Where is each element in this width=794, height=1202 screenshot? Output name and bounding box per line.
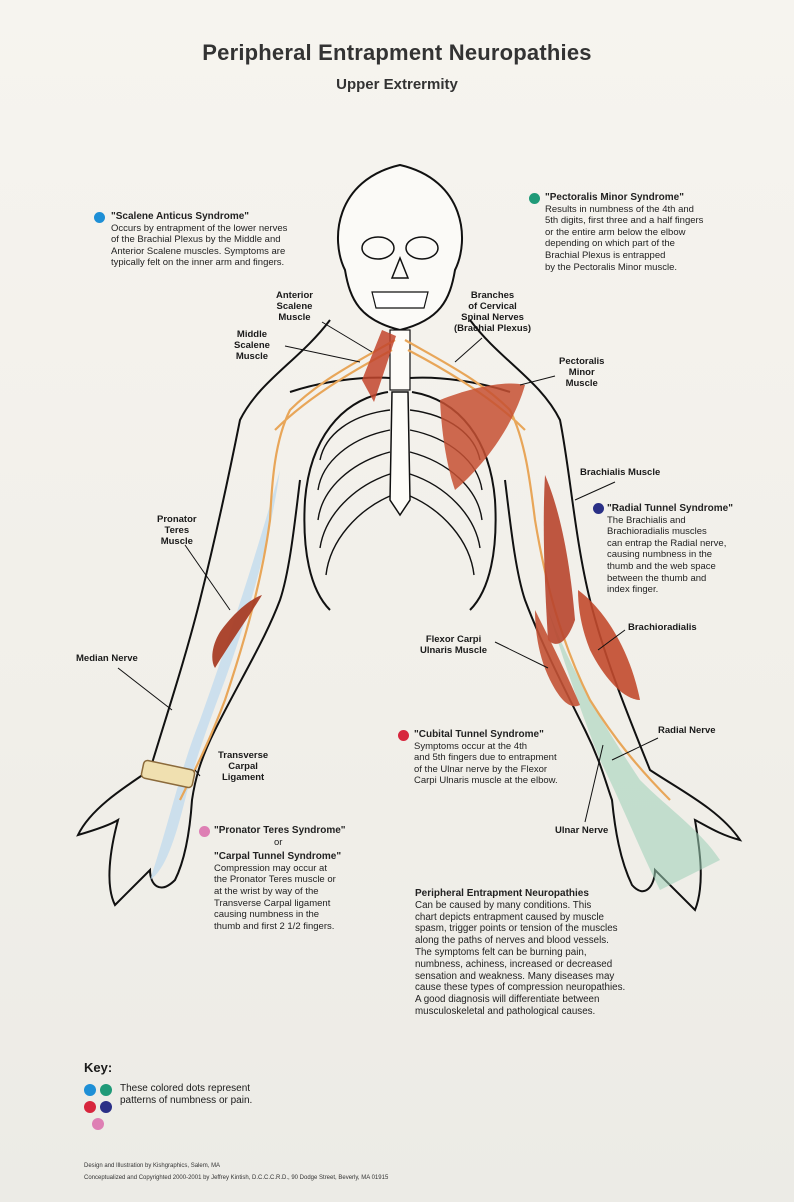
page-title: Peripheral Entrapment Neuropathies — [202, 40, 592, 65]
cubital-syndrome-body: Symptoms occur at the 4th and 5th finger… — [414, 740, 558, 787]
skull-eye-left — [361, 236, 395, 260]
label-ulnar-nerve: Ulnar Nerve — [555, 825, 609, 836]
carpal-ligament — [140, 759, 196, 789]
label-brachioradialis: Brachioradialis — [628, 622, 697, 633]
key-dot-green — [100, 1084, 112, 1096]
brachialis-muscle — [543, 475, 575, 644]
overview-block: Peripheral Entrapment Neuropathies Can b… — [415, 888, 625, 1018]
body-outline-right — [469, 319, 743, 912]
label-middle-scalene: Middle Scalene Muscle — [234, 329, 270, 362]
label-flexor-carpi-ulnaris: Flexor Carpi Ulnaris Muscle — [420, 634, 488, 656]
label-anterior-scalene: Anterior Scalene Muscle — [276, 290, 313, 323]
flexor-carpi-ulnaris-muscle — [535, 610, 580, 707]
brachial-plexus-right — [404, 339, 671, 801]
radial-syndrome-body: The Brachialis and Brachioradialis muscl… — [607, 514, 727, 596]
key-dot-blue — [84, 1084, 96, 1096]
dot-pectoralis — [529, 193, 540, 204]
dot-cubital — [398, 730, 409, 741]
pectoralis-syndrome-body: Results in numbness of the 4th and 5th d… — [545, 203, 704, 273]
leader-lines — [117, 321, 659, 823]
carpal-tunnel-title: "Carpal Tunnel Syndrome" — [214, 851, 342, 863]
scalene-syndrome-body: Occurs by entrapment of the lower nerves… — [111, 222, 288, 269]
pronator-teres-muscle — [212, 595, 262, 668]
key-title: Key: — [84, 1060, 113, 1075]
skull-eye-right — [405, 236, 439, 260]
scalene-syndrome-title: "Scalene Anticus Syndrome" — [111, 211, 250, 222]
key-description: These colored dots represent patterns of… — [120, 1083, 253, 1106]
ribcage-left — [303, 391, 389, 611]
ribs-left — [317, 409, 391, 576]
dot-pronator — [199, 826, 210, 837]
cubital-syndrome-title: "Cubital Tunnel Syndrome" — [414, 729, 544, 740]
footer-design-credit: Design and Illustration by Kishgraphics,… — [84, 1163, 221, 1169]
sternum — [389, 391, 411, 517]
pectoralis-syndrome-title: "Pectoralis Minor Syndrome" — [545, 192, 684, 203]
radial-syndrome-block: "Radial Tunnel Syndrome" The Brachialis … — [607, 503, 733, 596]
brachioradialis-muscle — [578, 590, 640, 700]
label-radial-nerve: Radial Nerve — [658, 725, 716, 736]
scalene-muscle — [362, 330, 396, 402]
label-branches-cervical: Branches of Cervical Spinal Nerves (Brac… — [454, 290, 532, 334]
radial-syndrome-title: "Radial Tunnel Syndrome" — [607, 503, 733, 514]
dot-radial — [593, 503, 604, 514]
dot-scalene — [94, 212, 105, 223]
label-brachialis: Brachialis Muscle — [580, 467, 661, 478]
page-subtitle: Upper Extrermity — [336, 76, 458, 93]
overview-title: Peripheral Entrapment Neuropathies — [415, 888, 589, 899]
skull-nose — [390, 255, 410, 279]
body-outline — [76, 319, 331, 907]
key-dot-pink — [92, 1118, 104, 1130]
label-pectoralis-minor: Pectoralis Minor Muscle — [559, 356, 605, 389]
numbness-right-forearm — [545, 600, 720, 890]
skull-teeth — [371, 291, 429, 309]
pectoralis-syndrome-block: "Pectoralis Minor Syndrome" Results in n… — [545, 192, 703, 273]
scalene-syndrome-block: "Scalene Anticus Syndrome" Occurs by ent… — [111, 211, 287, 269]
skull — [337, 163, 463, 332]
cervical-spine — [389, 329, 411, 391]
pronator-or: or — [274, 836, 283, 848]
label-pronator-teres: Pronator Teres Muscle — [157, 514, 197, 547]
cubital-syndrome-block: "Cubital Tunnel Syndrome" Symptoms occur… — [414, 729, 558, 787]
overview-body: Can be caused by many conditions. This c… — [415, 899, 626, 1017]
label-transverse-carpal: Transverse Carpal Ligament — [218, 750, 269, 783]
key-dot-navy — [100, 1101, 112, 1113]
pronator-syndrome-title: "Pronator Teres Syndrome" — [214, 825, 346, 836]
pronator-syndrome-block: "Pronator Teres Syndrome" or "Carpal Tun… — [214, 825, 346, 932]
pronator-syndrome-body: Compression may occur at the Pronator Te… — [214, 862, 336, 932]
pectoralis-minor-muscle — [440, 383, 525, 490]
label-median-nerve: Median Nerve — [76, 653, 138, 664]
key-dot-red — [84, 1101, 96, 1113]
footer-copyright: Conceptualized and Copyrighted 2000-2001… — [84, 1175, 389, 1181]
